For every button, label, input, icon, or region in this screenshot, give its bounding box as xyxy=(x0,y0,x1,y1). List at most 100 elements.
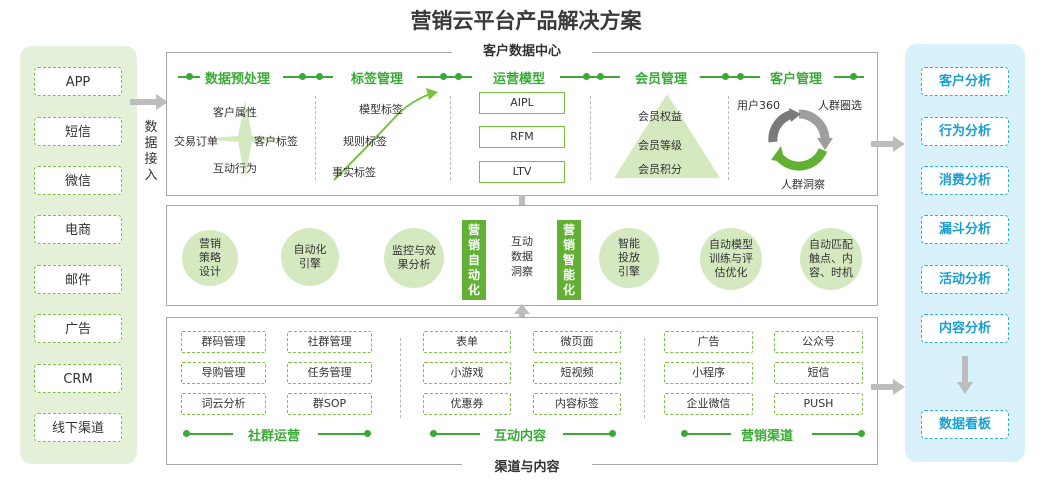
membership-pyramid-icon xyxy=(614,94,720,178)
interaction-insight-text: 互动 数据 洞察 xyxy=(511,235,533,278)
footer-line xyxy=(430,433,480,435)
output-arrow-icon xyxy=(871,136,905,152)
channel-item: 短信 xyxy=(774,362,863,384)
audience-insight: 人群洞察 xyxy=(781,178,825,191)
member-benefits: 会员权益 xyxy=(638,110,682,123)
tag-growth-arrow-icon xyxy=(333,88,438,181)
analysis-consumption: 消费分析 xyxy=(921,166,1009,195)
channel-item: 小程序 xyxy=(664,362,753,384)
source-wechat: 微信 xyxy=(34,166,122,195)
header-dot xyxy=(850,73,857,80)
header-dot xyxy=(583,73,590,80)
analysis-content: 内容分析 xyxy=(921,314,1009,343)
source-sms: 短信 xyxy=(34,117,122,146)
member-points: 会员积分 xyxy=(638,163,682,176)
preprocessing-interaction: 互动行为 xyxy=(213,162,257,175)
smart-delivery-circle: 智能 投放 引擎 xyxy=(599,228,659,288)
header-dot xyxy=(440,73,447,80)
customer-data-center-label: 客户数据中心 xyxy=(452,40,592,59)
content-title: 互动内容 xyxy=(494,429,547,444)
channel-item: 群SOP xyxy=(287,393,372,415)
preprocessing-cross-icon xyxy=(200,100,290,178)
down-arrow-icon xyxy=(957,356,973,394)
auto-match-circle: 自动匹配 触点、内 容、时机 xyxy=(800,228,862,290)
header-dot xyxy=(722,73,729,80)
member-levels: 会员等级 xyxy=(638,139,682,152)
preprocessing-orders: 交易订单 xyxy=(174,135,218,148)
channel-item: 公众号 xyxy=(774,331,863,353)
source-ecommerce: 电商 xyxy=(34,215,122,244)
channel-item: 企业微信 xyxy=(664,393,753,415)
model-rfm: RFM xyxy=(479,126,565,148)
header-line xyxy=(560,76,620,78)
channel-item: 任务管理 xyxy=(287,362,372,384)
footer-dot xyxy=(364,430,371,437)
marketing-channel-title: 营销渠道 xyxy=(741,429,794,444)
audience-selection: 人群圈选 xyxy=(818,99,862,112)
channel-item: 表单 xyxy=(423,331,511,353)
header-dot xyxy=(597,73,604,80)
column-separator xyxy=(400,338,401,418)
user-360: 用户360 xyxy=(737,99,780,112)
footer-dot xyxy=(681,430,688,437)
channel-item: 群码管理 xyxy=(181,331,266,353)
analysis-campaign: 活动分析 xyxy=(921,265,1009,294)
column-separator xyxy=(728,96,729,180)
community-title: 社群运营 xyxy=(248,429,301,444)
channel-item: 内容标签 xyxy=(533,393,621,415)
header-line xyxy=(700,76,760,78)
header-dot xyxy=(455,73,462,80)
footer-line xyxy=(563,433,613,435)
source-email: 邮件 xyxy=(34,265,122,294)
model-ltv: LTV xyxy=(479,161,565,183)
channel-item: 社群管理 xyxy=(287,331,372,353)
source-ads: 广告 xyxy=(34,314,122,343)
column-separator xyxy=(590,96,591,180)
source-crm: CRM xyxy=(34,364,122,393)
channel-item: PUSH xyxy=(774,393,863,415)
channels-panel xyxy=(166,317,878,465)
column-separator xyxy=(315,96,316,180)
column-separator xyxy=(644,338,645,418)
channels-label: 渠道与内容 xyxy=(462,456,592,475)
header-dot xyxy=(737,73,744,80)
preprocessing-tags: 客户标签 xyxy=(254,135,298,148)
output-arrow-icon xyxy=(871,379,905,395)
footer-dot xyxy=(609,430,616,437)
analysis-behavior: 行为分析 xyxy=(921,117,1009,146)
column-separator xyxy=(450,96,451,180)
ingest-arrow-icon xyxy=(130,94,168,110)
section-customer-management: 客户管理 xyxy=(770,72,823,87)
footer-dot xyxy=(430,430,437,437)
marketing-automation-band: 营 销 自 动 化 xyxy=(462,220,486,300)
header-dot xyxy=(299,73,306,80)
channel-item: 短视频 xyxy=(533,362,621,384)
footer-line xyxy=(681,433,731,435)
tag-fact: 事实标签 xyxy=(332,166,376,179)
section-preprocessing: 数据预处理 xyxy=(205,72,271,87)
automation-engine-circle: 自动化 引擎 xyxy=(281,228,339,286)
channel-item: 导购管理 xyxy=(181,362,266,384)
header-line xyxy=(283,76,333,78)
model-aipl: AIPL xyxy=(479,92,565,114)
channel-item: 小游戏 xyxy=(423,362,511,384)
channel-item: 词云分析 xyxy=(181,393,266,415)
strategy-design-circle: 营销 策略 设计 xyxy=(182,230,238,286)
monitoring-analysis-circle: 监控与效 果分析 xyxy=(384,228,444,288)
header-line xyxy=(834,76,864,78)
section-member-management: 会员管理 xyxy=(635,72,688,87)
section-operation-model: 运营模型 xyxy=(493,72,546,87)
source-app: APP xyxy=(34,67,122,96)
channel-item: 优惠券 xyxy=(423,393,511,415)
channel-item: 广告 xyxy=(664,331,753,353)
cycle-icon xyxy=(768,108,833,171)
marketing-intelligence-band: 营 销 智 能 化 xyxy=(557,220,581,300)
tag-rule: 规则标签 xyxy=(343,135,387,148)
footer-dot xyxy=(858,430,865,437)
header-dot xyxy=(316,73,323,80)
footer-line xyxy=(183,433,233,435)
header-dot xyxy=(186,73,193,80)
footer-line xyxy=(318,433,368,435)
tag-model: 模型标签 xyxy=(359,103,403,116)
source-offline: 线下渠道 xyxy=(34,413,122,442)
